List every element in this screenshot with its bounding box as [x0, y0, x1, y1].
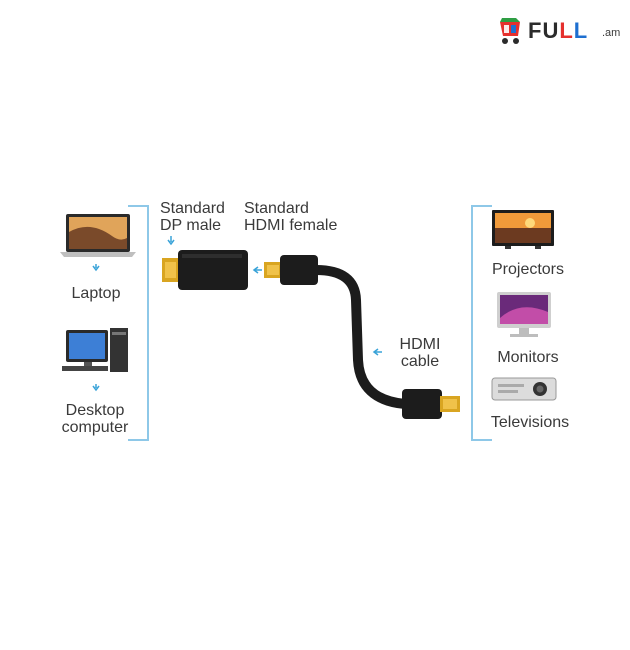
laptop-down-arrow	[93, 264, 99, 270]
dp-label-line-2: DP male	[160, 217, 236, 234]
projector-screen-icon	[492, 210, 554, 249]
hdmi-female-line-2: HDMI female	[244, 217, 348, 234]
desktop-label-line-1: Desktop	[50, 402, 140, 419]
desktop-down-arrow	[93, 384, 99, 390]
hdmi-cable-label: HDMI cable	[392, 336, 448, 370]
dp-to-hdmi-adapter	[162, 250, 248, 290]
laptop-label: Laptop	[58, 285, 134, 302]
televisions-label: Televisions	[478, 414, 582, 431]
hdmi-female-line-1: Standard	[244, 200, 348, 217]
monitor-icon	[497, 292, 551, 337]
projector-icon	[492, 378, 556, 400]
cable-label-line-1: HDMI	[392, 336, 448, 353]
hdmi-top-connector	[264, 255, 318, 285]
hdmi-female-label: Standard HDMI female	[244, 200, 348, 234]
dp-male-label: Standard DP male	[160, 200, 236, 234]
desktop-computer-icon	[62, 328, 128, 372]
desktop-label-line-2: computer	[50, 419, 140, 436]
right-bracket	[472, 206, 492, 440]
dp-label-arrow	[168, 236, 174, 244]
monitors-label: Monitors	[482, 349, 574, 366]
laptop-icon	[60, 214, 136, 257]
cable-label-line-2: cable	[392, 353, 448, 370]
dp-label-line-1: Standard	[160, 200, 236, 217]
desktop-label: Desktop computer	[50, 402, 140, 436]
hdmi-female-arrow	[254, 267, 262, 273]
hdmi-bottom-connector	[402, 389, 460, 419]
cable-label-arrow	[374, 349, 382, 355]
projectors-label: Projectors	[482, 261, 574, 278]
